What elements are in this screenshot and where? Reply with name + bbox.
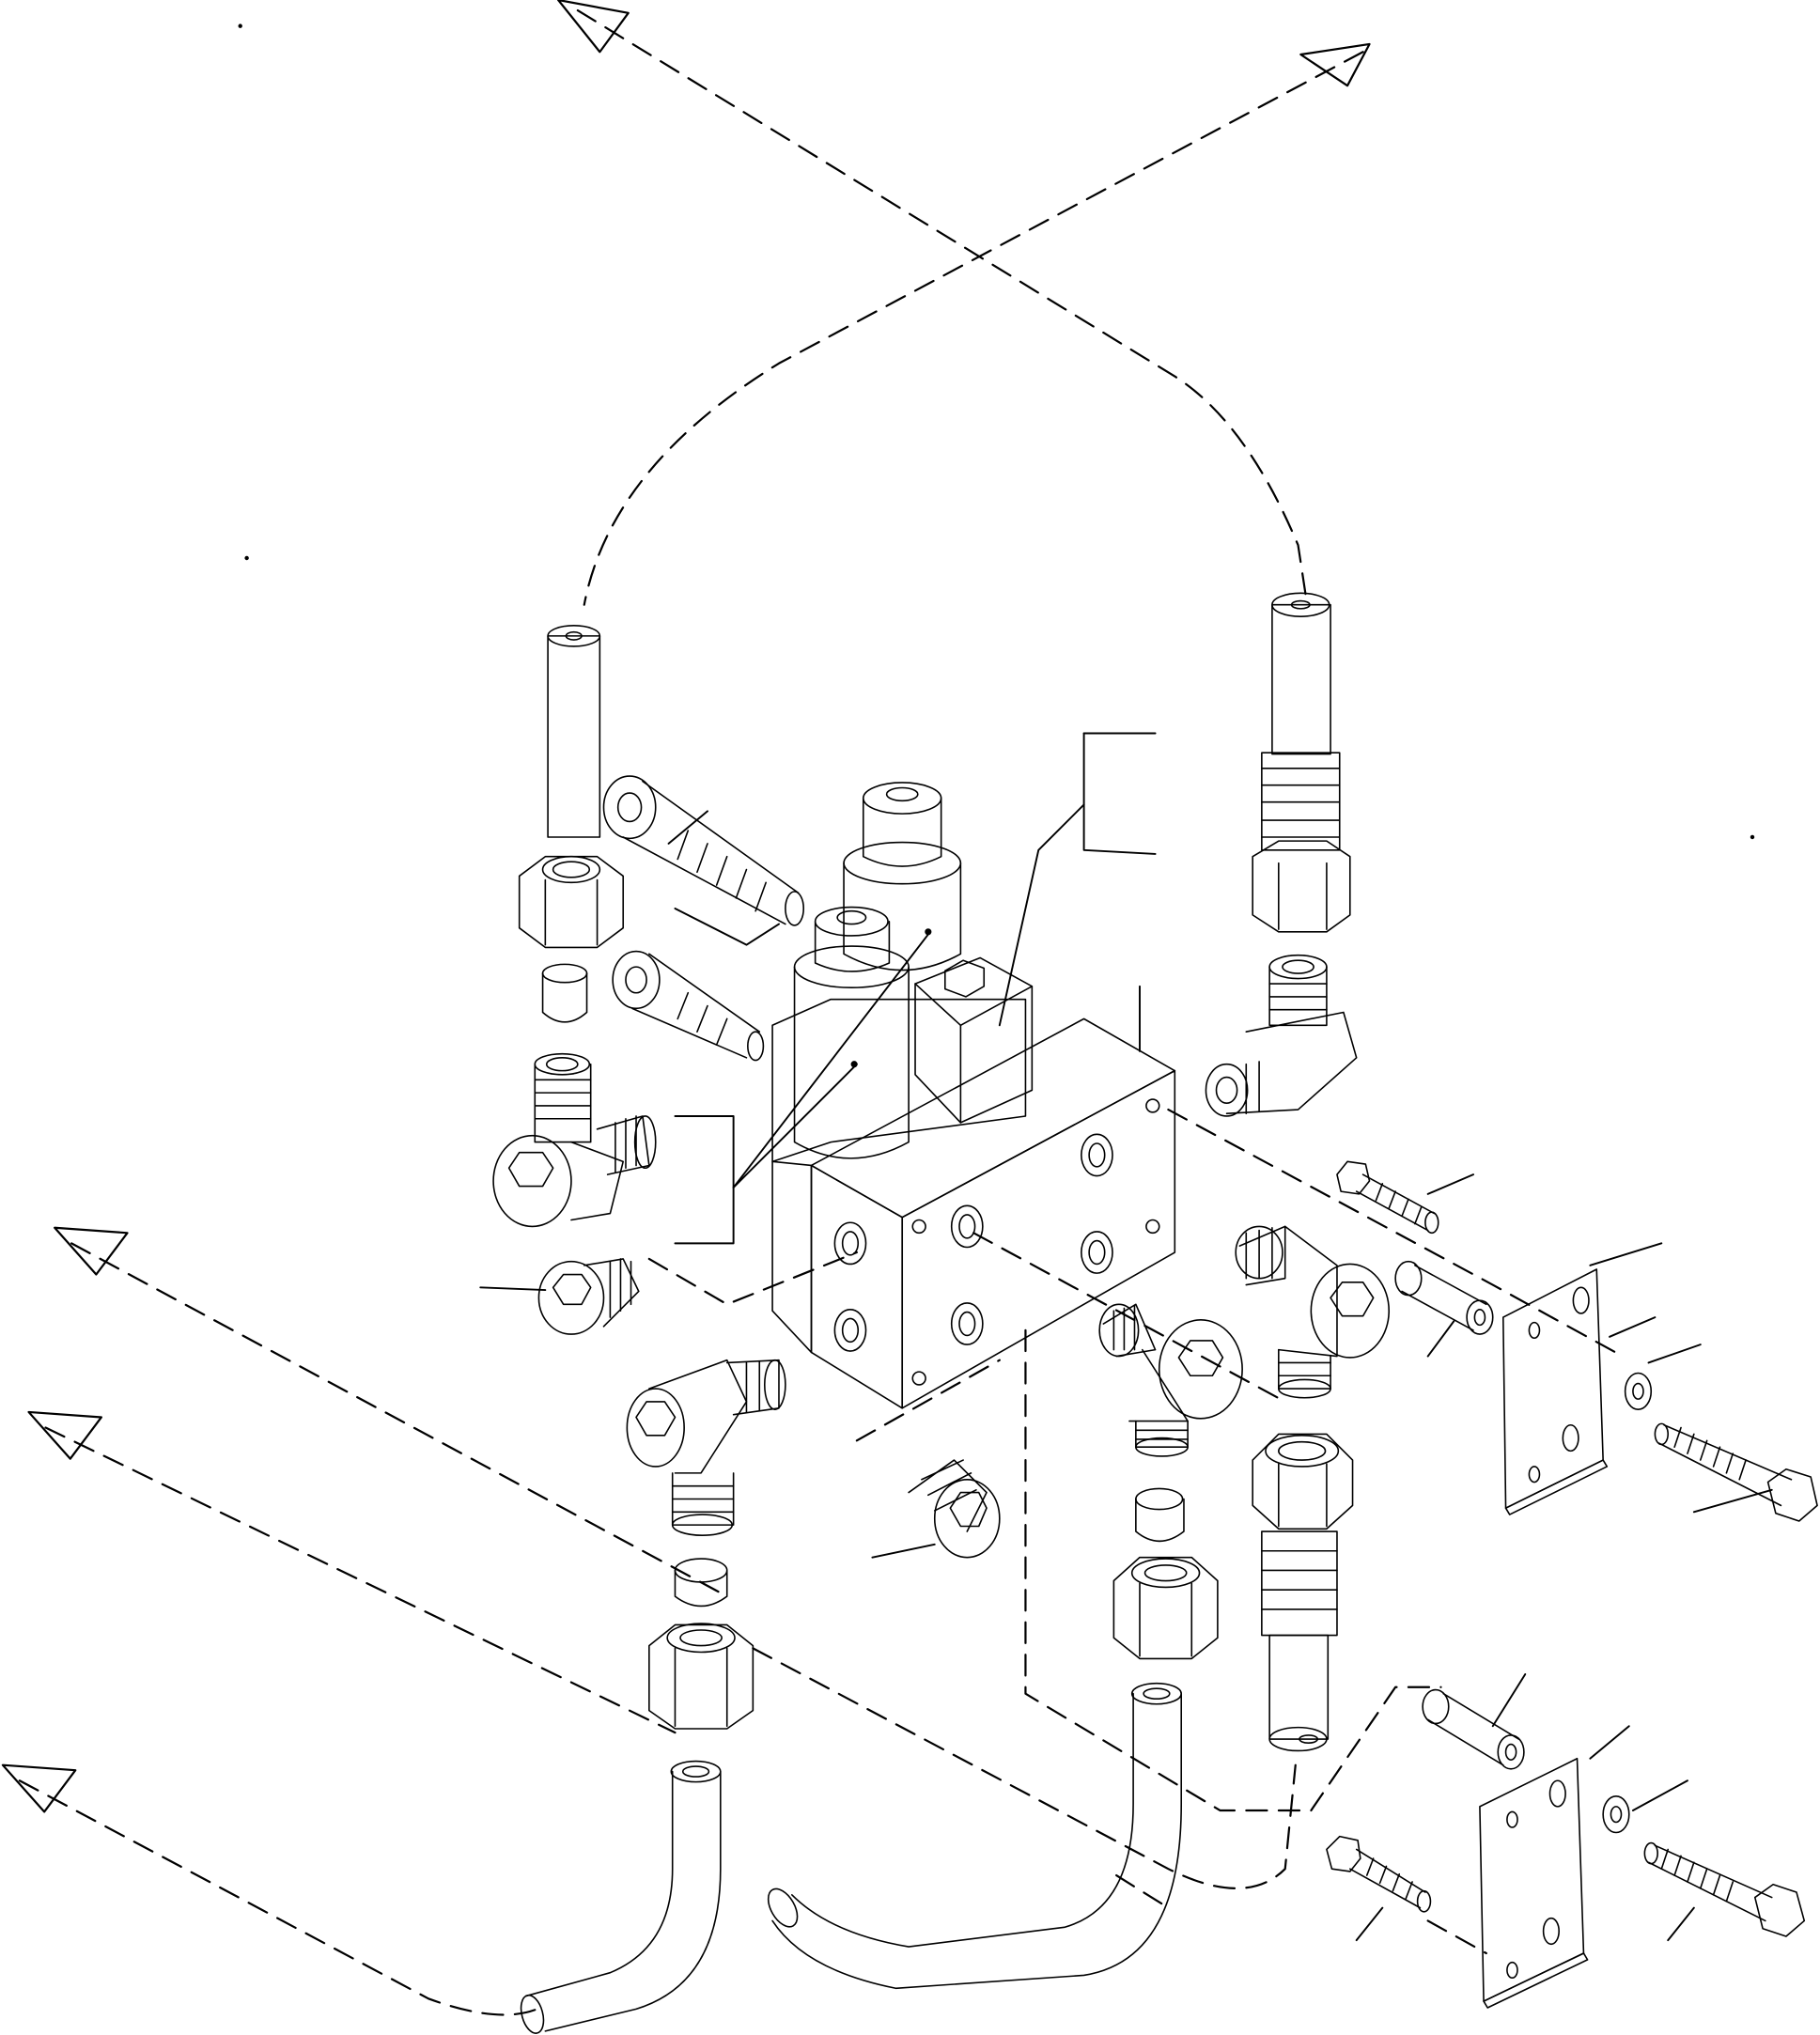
block-front-face [812,1165,903,1407]
lower-plug [909,1460,1000,1558]
flange-bolt-right-lower [1327,1837,1431,1912]
cartridge-valve-front [795,908,910,1158]
bolt-long-upper [603,776,803,925]
dashed-line-elbow-left [647,1251,858,1306]
lower-mid-nut [1113,1558,1218,1659]
bracket-plate-lower [1480,1759,1588,2008]
port-front-upper [834,1222,865,1264]
port-right-3 [1081,1134,1112,1175]
block-left-wall [772,1161,811,1352]
lower-mid-sleeve [1136,1488,1184,1541]
bent-tube-left [517,1762,720,2035]
arrow-lower-1-icon [54,1226,129,1276]
lower-left-sleeve [675,1559,726,1606]
arrow-upper-left-icon [557,0,630,54]
flange-bolt-right-upper [1337,1161,1439,1233]
dashed-line-lower-3 [18,1779,547,2016]
arrowheads [1,0,1371,1813]
hex-nut-top [945,960,984,997]
right-upper-elbow [1206,955,1356,1116]
left-elbow-fitting [493,1054,656,1227]
arrow-lower-3-icon [1,1763,77,1813]
leader-lines [479,732,1773,1942]
dashed-line-hose-right [1115,1873,1170,1909]
left-plug [538,1259,638,1334]
cartridge-valve-rear [844,783,960,971]
bolt-long-lower [613,952,763,1061]
dashed-line-lower-1 [70,1242,728,1598]
dashed-line-plate-lower [1426,1919,1487,1955]
hex-bolt-lower [1644,1843,1804,1936]
left-sleeve [543,964,587,1021]
rear-block-face [772,1000,1025,1162]
port-front-lower [834,1310,865,1351]
arrow-lower-2-icon [27,1410,103,1460]
valve-cap-block [915,957,1032,1122]
block-right-face [902,1071,1174,1408]
hex-bolt-upper [1655,1423,1817,1521]
bracket-plate-upper [1503,1269,1608,1515]
dashed-line-upper-left [576,8,1309,606]
lower-left-nut [649,1623,754,1729]
dashed-line-plug-bottom [855,1359,1001,1442]
right-upper-hose [1252,593,1350,932]
block-top-face [812,1018,1175,1217]
dashed-line-upper-right [583,51,1364,606]
dashed-line-vertical-drop [1024,1328,1442,1812]
swivel-elbow-right-top [1236,1226,1389,1397]
port-right-4 [1081,1232,1112,1273]
port-right-2 [952,1303,983,1344]
dashed-line-block-right [1167,1108,1624,1358]
manifold-block [772,957,1174,1407]
arrow-upper-right-icon [1299,42,1371,87]
dashed-line-block-mid [972,1232,1286,1403]
port-right-1 [952,1205,983,1247]
left-hex-nut [520,857,624,948]
swivel-elbow-right-mid [1099,1304,1242,1456]
dashed-line-lower-2 [44,1426,677,1734]
spacer-right-lower [1423,1690,1524,1769]
dashed-flow-lines [18,8,1624,2016]
washer-upper [1626,1373,1652,1409]
swivel-elbow-left-lower [627,1360,786,1535]
right-lower-hose [1252,1434,1352,1750]
spacer-right-upper [1395,1262,1493,1334]
left-upper-tube [548,626,599,837]
bent-tube-right [762,1684,1181,1989]
washer-lower [1603,1796,1629,1833]
dashed-line-bottom-u [752,1647,1297,1890]
